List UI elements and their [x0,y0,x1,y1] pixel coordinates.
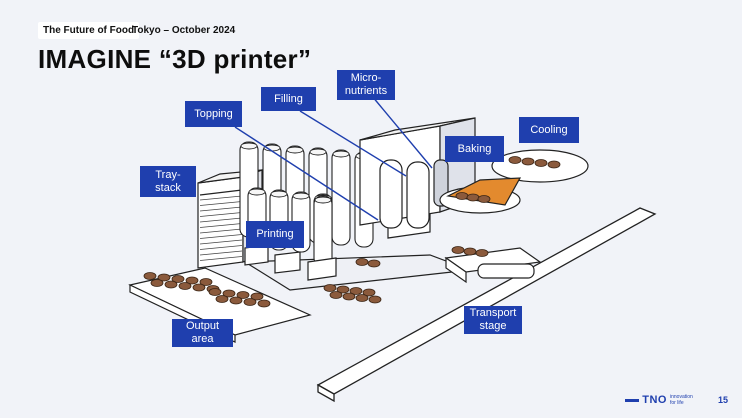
cookie [342,292,356,301]
label-printing: Printing [246,221,304,248]
cookie [171,275,185,283]
logo-text: TNO [642,394,667,406]
tube-top [292,192,310,200]
transport-cookies [355,246,489,268]
cookie [463,247,477,256]
cookie [355,294,369,302]
slide-title: IMAGINE “3D printer” [38,44,312,74]
label-micronutrients: Micro- nutrients [337,70,395,100]
cookie [521,157,535,166]
tube-top [240,142,258,150]
cookie [236,291,250,299]
cookie [451,246,465,254]
cookie [157,273,171,282]
cookie [185,276,199,285]
tube-top [270,190,288,198]
pointer-lines [234,95,433,221]
cookie [368,295,382,304]
tray-line [199,239,243,245]
tray-line [199,228,243,234]
cookie [215,295,229,303]
tube-top [286,146,304,154]
label-transport-stage: Transport stage [464,306,522,334]
tno-logo: TNO innovation for life [625,394,704,406]
cookie [336,285,350,294]
label-output-area: Output area [172,319,233,347]
cookie [349,287,363,295]
cookie [323,284,337,292]
footer: TNO innovation for life 15 [625,394,728,406]
tray-line [199,250,243,256]
cookie [477,195,491,203]
cookie [150,279,164,287]
cookie [455,192,469,200]
cookie [257,299,271,308]
label-cooling: Cooling [519,117,579,143]
cookie [178,282,192,290]
cookie [508,156,522,164]
tray-line [199,223,243,228]
cookie [222,289,236,298]
page-number: 15 [717,395,728,405]
tray-line [199,234,243,239]
tray-line [199,201,243,206]
tube-top [332,150,350,158]
tray-line [199,245,243,250]
tube [313,195,333,267]
cookie [475,249,489,257]
tray-line [199,212,243,217]
cookie [250,292,264,301]
label-baking: Baking [445,136,504,162]
cooling-cookies [455,156,561,203]
tray-line [199,206,243,212]
cookie [534,159,548,167]
cookie [329,291,343,299]
tray-line [199,195,243,201]
label-filling: Filling [261,87,316,111]
cookie [243,298,257,306]
cookie [192,283,206,292]
cookie [466,193,480,202]
logo-bar-icon [625,398,640,402]
logo-tagline: innovation for life [669,394,693,406]
cookie [362,288,376,297]
tray-line [199,217,243,223]
event-subtitle: Tokyo – October 2024 [132,25,236,36]
tube-top [248,188,266,196]
tube [331,149,351,246]
output-cookies [143,272,382,308]
label-topping: Topping [185,101,242,127]
printing-modules [244,211,431,281]
label-traystack: Tray- stack [140,166,196,197]
baking-tubes [379,159,449,229]
cookie [367,259,381,268]
cookie [143,272,157,280]
cookie [547,160,561,169]
tube-top [314,196,332,204]
tray-line [199,256,243,261]
event-tag: The Future of Food [38,22,140,39]
cookie [355,258,369,266]
cookie [164,280,178,289]
transport-box [444,247,542,284]
cookie [229,296,243,305]
tube-top [309,148,327,156]
cookie [199,278,213,286]
cookie [208,288,222,296]
